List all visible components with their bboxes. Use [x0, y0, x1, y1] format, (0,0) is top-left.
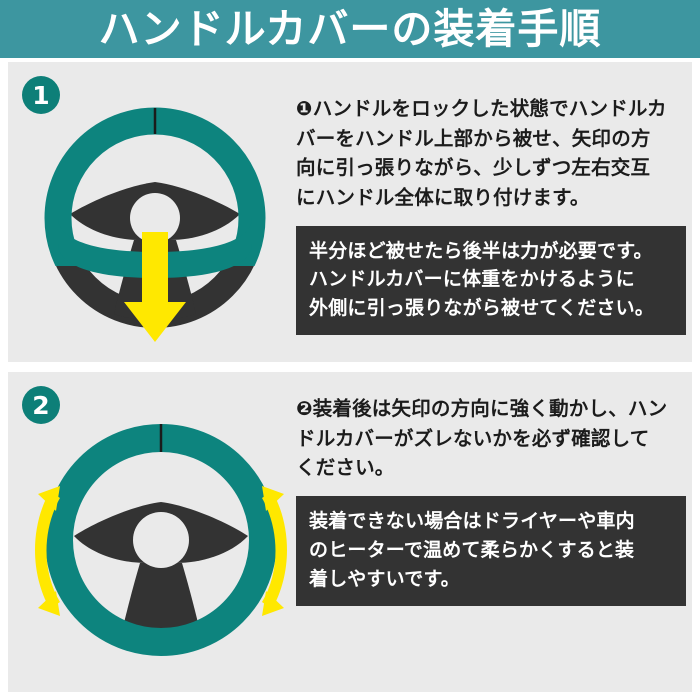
step-2-badge: 2 — [22, 386, 60, 424]
step-2-line: ドルカバーがズレないかを必ず確認して — [296, 426, 650, 450]
step-2-text-column: ❷装着後は矢印の方向に強く動かし、ハン ドルカバーがズレないかを必ず確認して く… — [296, 394, 686, 606]
step-1-badge: 1 — [22, 76, 60, 114]
step-2-callout: 装着できない場合はドライヤーや車内 のヒーターで温めて柔らかくすると装 着しやす… — [296, 495, 686, 606]
step-2-callout-line: のヒーターで温めて柔らかくすると装 — [309, 538, 635, 561]
steering-wheel-partial-cover-icon — [44, 107, 266, 342]
steering-wheel-full-cover-icon — [35, 424, 287, 656]
step-2-line: ください。 — [296, 456, 395, 480]
right-curved-arrow-icon — [262, 486, 287, 616]
page-title: ハンドルカバーの装着手順 — [98, 4, 602, 53]
step-1-callout: 半分ほど被せたら後半は力が必要です。 ハンドルカバーに体重をかけるように 外側に… — [296, 225, 686, 336]
step-1-callout-line: 外側に引っ張りながら被せてください。 — [309, 297, 655, 320]
step-1-callout-text: 半分ほど被せたら後半は力が必要です。 ハンドルカバーに体重をかけるように 外側に… — [309, 237, 673, 324]
step-1-callout-line: 半分ほど被せたら後半は力が必要です。 — [309, 239, 653, 262]
header-banner: ハンドルカバーの装着手順 — [0, 0, 700, 58]
step-2-callout-line: 着しやすいです。 — [309, 567, 460, 590]
step-1-line: 向に引っ張りながら、少しずつ左右交互 — [296, 156, 651, 180]
step-1-line: にハンドル全体に取り付けます。 — [296, 185, 590, 209]
step-2-line: ❷装着後は矢印の方向に強く動かし、ハン — [296, 397, 668, 420]
left-curved-arrow-icon — [35, 486, 60, 616]
step-2-callout-line: 装着できない場合はドライヤーや車内 — [309, 509, 635, 532]
step-1-figure — [30, 90, 280, 345]
step-1-text-column: ❶ハンドルをロックした状態でハンドルカ バーをハンドル上部から被せ、矢印の方 向… — [296, 94, 686, 336]
step-1-line: ❶ハンドルをロックした状態でハンドルカ — [296, 97, 667, 120]
down-arrow-icon — [124, 232, 186, 342]
step-1-panel: 1 — [8, 62, 692, 362]
step-1-callout-line: ハンドルカバーに体重をかけるように — [309, 268, 635, 291]
step-2-panel: 2 — [8, 372, 692, 692]
step-2-callout-text: 装着できない場合はドライヤーや車内 のヒーターで温めて柔らかくすると装 着しやす… — [309, 507, 673, 594]
step-1-body: ❶ハンドルをロックした状態でハンドルカ バーをハンドル上部から被せ、矢印の方 向… — [296, 94, 686, 213]
step-2-body: ❷装着後は矢印の方向に強く動かし、ハン ドルカバーがズレないかを必ず確認して く… — [296, 394, 686, 483]
step-2-figure — [30, 390, 292, 680]
step-1-line: バーをハンドル上部から被せ、矢印の方 — [296, 126, 651, 150]
